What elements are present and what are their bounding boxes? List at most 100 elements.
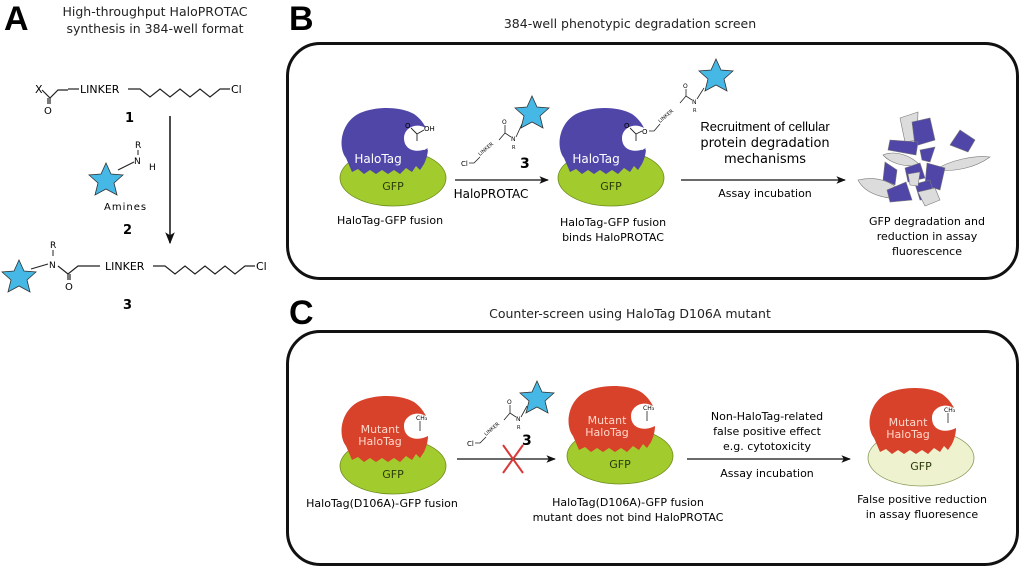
c-mol-n: N: [516, 416, 521, 423]
unbound-label-line2: HaloTag: [585, 426, 628, 439]
amine-star-icon: [88, 162, 124, 196]
bound-star-icon: [698, 58, 734, 92]
compound1-number: 1: [125, 111, 134, 126]
mutant-gfp-label: GFP: [382, 468, 404, 481]
false-positive-result: GFP Mutant HaloTag CH₃: [867, 388, 975, 487]
b-mol-r: R: [512, 145, 516, 151]
c-result-caption-line2: in assay fluoresence: [866, 508, 979, 521]
product-star-icon: [1, 259, 37, 293]
compound-1: X O LINKER Cl 1: [35, 83, 242, 126]
panel-a-title-line2: synthesis in 384-well format: [66, 20, 244, 36]
unbound-caption-line2: mutant does not bind HaloPROTAC: [533, 511, 724, 524]
bound-residue-label: D106: [631, 144, 648, 152]
fusion-caption: HaloTag-GFP fusion: [337, 214, 443, 227]
panel-a-letter: A: [4, 0, 29, 38]
b-mol-linker: LINKER: [477, 141, 495, 157]
compound2-hydrogen: H: [149, 163, 156, 173]
unbound-methyl: CH₃: [643, 405, 655, 412]
compound3-chloride: Cl: [256, 260, 267, 273]
degraded-fragments: [857, 111, 991, 207]
result-label-line2: HaloTag: [886, 428, 929, 441]
c-step2-line2: false positive effect: [713, 425, 821, 438]
compound-3: N R O LINKER Cl 3: [1, 241, 267, 313]
bound-ester-o2: O: [642, 128, 648, 136]
b-mol-cl: Cl: [461, 160, 468, 168]
bound-fusion: GFP HaloTag D106 O O LINKER O N R: [557, 58, 734, 207]
compound2-number: 2: [123, 223, 132, 238]
compound2-r: R: [135, 141, 141, 151]
bound-caption-line1: HaloTag-GFP fusion: [560, 216, 666, 229]
c-result-caption-line1: False positive reduction: [857, 493, 987, 506]
c-mol-r: R: [517, 425, 521, 431]
c-step2-line1: Non-HaloTag-related: [711, 410, 823, 423]
halotag-gfp-fusion: GFP HaloTag D106 O OH: [339, 108, 447, 207]
no-binding-cross-icon: [502, 444, 524, 474]
bound-halotag-label: HaloTag: [572, 152, 619, 166]
bound-linker: LINKER: [657, 108, 675, 124]
c-compound-number: 3: [522, 433, 532, 449]
compound3-nitrogen: N: [49, 261, 56, 271]
mutant-label-line2: HaloTag: [358, 435, 401, 448]
bound-ester-o1: O: [624, 122, 630, 130]
residue-label: D106: [413, 144, 430, 152]
bound-amide-o: O: [683, 83, 688, 90]
c-protac-star-icon: [519, 380, 555, 414]
result-label-line1: Mutant: [889, 416, 928, 429]
result-methyl: CH₃: [944, 407, 956, 414]
result-caption-line2: reduction in assay: [877, 230, 978, 243]
c-mol-cl: Cl: [467, 440, 474, 448]
compound1-oxygen: O: [44, 106, 52, 117]
compound1-chloride: Cl: [231, 83, 242, 96]
compound3-linker: LINKER: [105, 260, 145, 273]
mutant-methyl: CH₃: [416, 415, 428, 422]
compound1-linker: LINKER: [80, 83, 120, 96]
panel-b-letter: B: [289, 0, 314, 38]
compound3-r: R: [50, 241, 56, 251]
compound2-label: Amines: [104, 202, 147, 213]
acid-oxygen: O: [405, 122, 411, 130]
b-step1-label: HaloPROTAC: [454, 187, 529, 201]
halo-protac-molecule-b: Cl LINKER O N R: [461, 95, 550, 168]
bound-r: R: [693, 108, 697, 114]
panel-c-title: Counter-screen using HaloTag D106A mutan…: [489, 306, 771, 321]
result-caption-line3: fluorescence: [892, 245, 962, 258]
compound3-oxygen: O: [65, 282, 73, 293]
b-step2-line2: protein degradation: [700, 136, 829, 151]
unbound-gfp-label: GFP: [609, 458, 631, 471]
unbound-caption-line1: HaloTag(D106A)-GFP fusion: [552, 496, 704, 509]
compound3-number: 3: [123, 298, 132, 313]
result-gfp-label: GFP: [910, 460, 932, 473]
protac-star-icon: [514, 95, 550, 129]
halotag-label: HaloTag: [354, 152, 401, 166]
c-step2-below: Assay incubation: [720, 467, 814, 480]
halo-protac-molecule-c: Cl LINKER O N R: [467, 380, 555, 448]
compound2-nitrogen: N: [134, 157, 141, 167]
mutant-fusion-caption: HaloTag(D106A)-GFP fusion: [306, 497, 458, 510]
b-compound-number: 3: [520, 156, 530, 172]
panel-b-frame: [286, 42, 1019, 280]
compound-2: N R H Amines 2: [88, 141, 156, 238]
panel-c-frame: [286, 330, 1019, 566]
bound-gfp-label: GFP: [600, 180, 622, 193]
bound-n: N: [692, 99, 697, 106]
panel-c-letter: C: [289, 294, 314, 332]
gfp-label: GFP: [382, 180, 404, 193]
b-step2-line3: mechanisms: [724, 152, 806, 167]
b-mol-o: O: [502, 119, 507, 126]
panel-a-title-line1: High-throughput HaloPROTAC: [62, 4, 248, 19]
mutant-label-line1: Mutant: [361, 423, 400, 436]
compound1-x: X: [35, 83, 43, 96]
c-mol-o: O: [507, 399, 512, 406]
c-step2-line3: e.g. cytotoxicity: [723, 440, 812, 453]
b-step2-line1: Recruitment of cellular: [700, 119, 830, 134]
c-mol-linker: LINKER: [483, 421, 501, 437]
b-step2-below: Assay incubation: [718, 187, 812, 200]
mutant-unbound: GFP Mutant HaloTag CH₃: [566, 386, 674, 485]
panel-a-title: High-throughput HaloPROTAC synthesis in …: [50, 4, 260, 38]
b-mol-n: N: [511, 136, 516, 143]
panel-b-title: 384-well phenotypic degradation screen: [503, 16, 757, 31]
bound-caption-line2: binds HaloPROTAC: [562, 231, 664, 244]
result-caption-line1: GFP degradation and: [869, 215, 985, 228]
unbound-label-line1: Mutant: [588, 414, 627, 427]
acid-oh: OH: [424, 125, 435, 133]
